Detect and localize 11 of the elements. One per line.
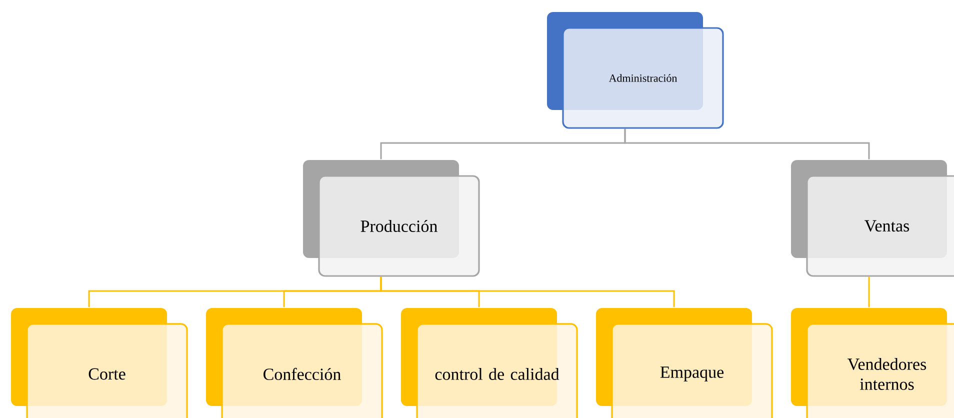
org-box: Ventas [791, 160, 954, 277]
org-box: Confección [206, 308, 383, 418]
org-box: Vendedores internos [791, 308, 954, 418]
org-box: Corte [11, 308, 188, 418]
org-box: Producción [303, 160, 480, 277]
org-box: Administración [547, 12, 724, 129]
connector-line [868, 276, 870, 308]
connector-line [624, 128, 870, 160]
org-box: Empaque [596, 308, 773, 418]
connector-line [380, 276, 675, 308]
org-box: control de calidad [401, 308, 578, 418]
